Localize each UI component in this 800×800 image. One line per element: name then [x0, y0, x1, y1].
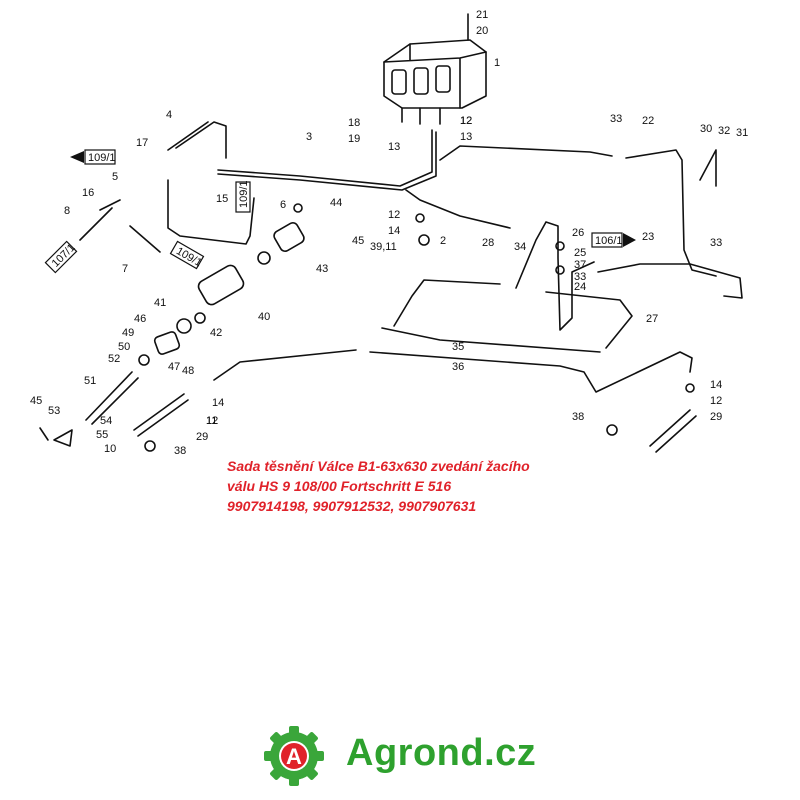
caption-line-1: Sada těsnění Válce B1-63x630 zvedání žac…: [227, 458, 530, 474]
callout-13: 13: [388, 141, 400, 153]
callout-45: 45: [30, 395, 42, 407]
callout-35: 35: [452, 341, 464, 353]
callout-31: 31: [736, 127, 748, 139]
callout-46: 46: [134, 313, 146, 325]
caption-line-2: válu HS 9 108/00 Fortschritt E 516: [227, 478, 452, 494]
callout-5: 5: [112, 171, 118, 183]
callout-4: 4: [166, 109, 172, 121]
svg-text:106/1: 106/1: [595, 235, 623, 247]
callout-33: 33: [710, 237, 722, 249]
callout-12: 12: [460, 115, 472, 127]
callout-33: 33: [610, 113, 622, 125]
callout-49: 49: [122, 327, 134, 339]
callout-17: 17: [136, 137, 148, 149]
page-ref-left-middle: 109/1: [169, 240, 205, 270]
gear-icon: A: [264, 726, 324, 786]
caption-line-3: 9907914198, 9907912532, 9907907631: [227, 498, 477, 514]
callout-20: 20: [476, 25, 488, 37]
callout-51: 51: [84, 375, 96, 387]
svg-text:107/1: 107/1: [50, 242, 78, 270]
callout-53: 53: [48, 405, 60, 417]
callout-29: 29: [196, 431, 208, 443]
callout-40: 40: [258, 311, 270, 323]
callout-10: 10: [104, 443, 116, 455]
callout-48: 48: [182, 365, 194, 377]
page-ref-vertical: 109/1: [235, 180, 251, 213]
svg-text:109/1: 109/1: [238, 180, 250, 208]
callout-14: 14: [710, 379, 722, 391]
callout-54: 54: [100, 415, 112, 427]
callout-12: 12: [710, 395, 722, 407]
callout-25: 25: [574, 247, 586, 259]
callout-12: 12: [460, 115, 472, 127]
callout-14: 14: [388, 225, 400, 237]
callout-38: 38: [174, 445, 186, 457]
callout-22: 22: [642, 115, 654, 127]
callout-7: 7: [122, 263, 128, 275]
svg-text:109/1: 109/1: [88, 152, 116, 164]
callout-23: 23: [642, 231, 654, 243]
callout-28: 28: [482, 237, 494, 249]
callout-52: 52: [108, 353, 120, 365]
callout-26: 26: [572, 227, 584, 239]
callout-12: 12: [206, 415, 218, 427]
page-ref-left-top: 109/1: [70, 149, 116, 165]
callout-38: 38: [572, 411, 584, 423]
callout-8: 8: [64, 205, 70, 217]
callout-3: 3: [306, 131, 312, 143]
callout-32: 32: [718, 125, 730, 137]
callout-45: 45: [352, 235, 364, 247]
callout-43: 43: [316, 263, 328, 275]
brand-name: Agrond.cz: [346, 732, 537, 774]
callout-24: 24: [574, 281, 586, 293]
callout-6: 6: [280, 199, 286, 211]
page-ref-left-bottom: 107/1: [44, 240, 78, 274]
callout-13: 13: [460, 131, 472, 143]
exploded-parts-diagram: 109/1 109/1 107/1 109/1 106/1 1234567810…: [30, 9, 748, 457]
callout-33: 33: [574, 271, 586, 283]
callout-15: 15: [216, 193, 228, 205]
callout-36: 36: [452, 361, 464, 373]
callout-21: 21: [476, 9, 488, 21]
callout-50: 50: [118, 341, 130, 353]
callout-37: 37: [574, 259, 586, 271]
callout-41: 41: [154, 297, 166, 309]
callout-44: 44: [330, 197, 342, 209]
callout-12: 12: [388, 209, 400, 221]
callout-18: 18: [348, 117, 360, 129]
callout-19: 19: [348, 133, 360, 145]
callout-29: 29: [710, 411, 722, 423]
callout-labels: 1234567810111213141516171819202122232425…: [30, 9, 748, 457]
page-ref-right: 106/1: [591, 232, 636, 248]
callout-27: 27: [646, 313, 658, 325]
callout-47: 47: [168, 361, 180, 373]
callout-30: 30: [700, 123, 712, 135]
callout-1: 1: [494, 57, 500, 69]
callout-2: 2: [440, 235, 446, 247]
caption: Sada těsnění Válce B1-63x630 zvedání žac…: [227, 456, 787, 516]
callout-42: 42: [210, 327, 222, 339]
logo-letter: A: [286, 744, 302, 769]
callout-16: 16: [82, 187, 94, 199]
agrond-logo[interactable]: A Agrond.cz: [262, 724, 562, 788]
hydraulic-lines: [39, 13, 743, 453]
callout-14: 14: [212, 397, 224, 409]
callout-11: 11: [206, 415, 217, 427]
callout-55: 55: [96, 429, 108, 441]
callout-39-11: 39,11: [370, 241, 397, 253]
callout-34: 34: [514, 241, 526, 253]
